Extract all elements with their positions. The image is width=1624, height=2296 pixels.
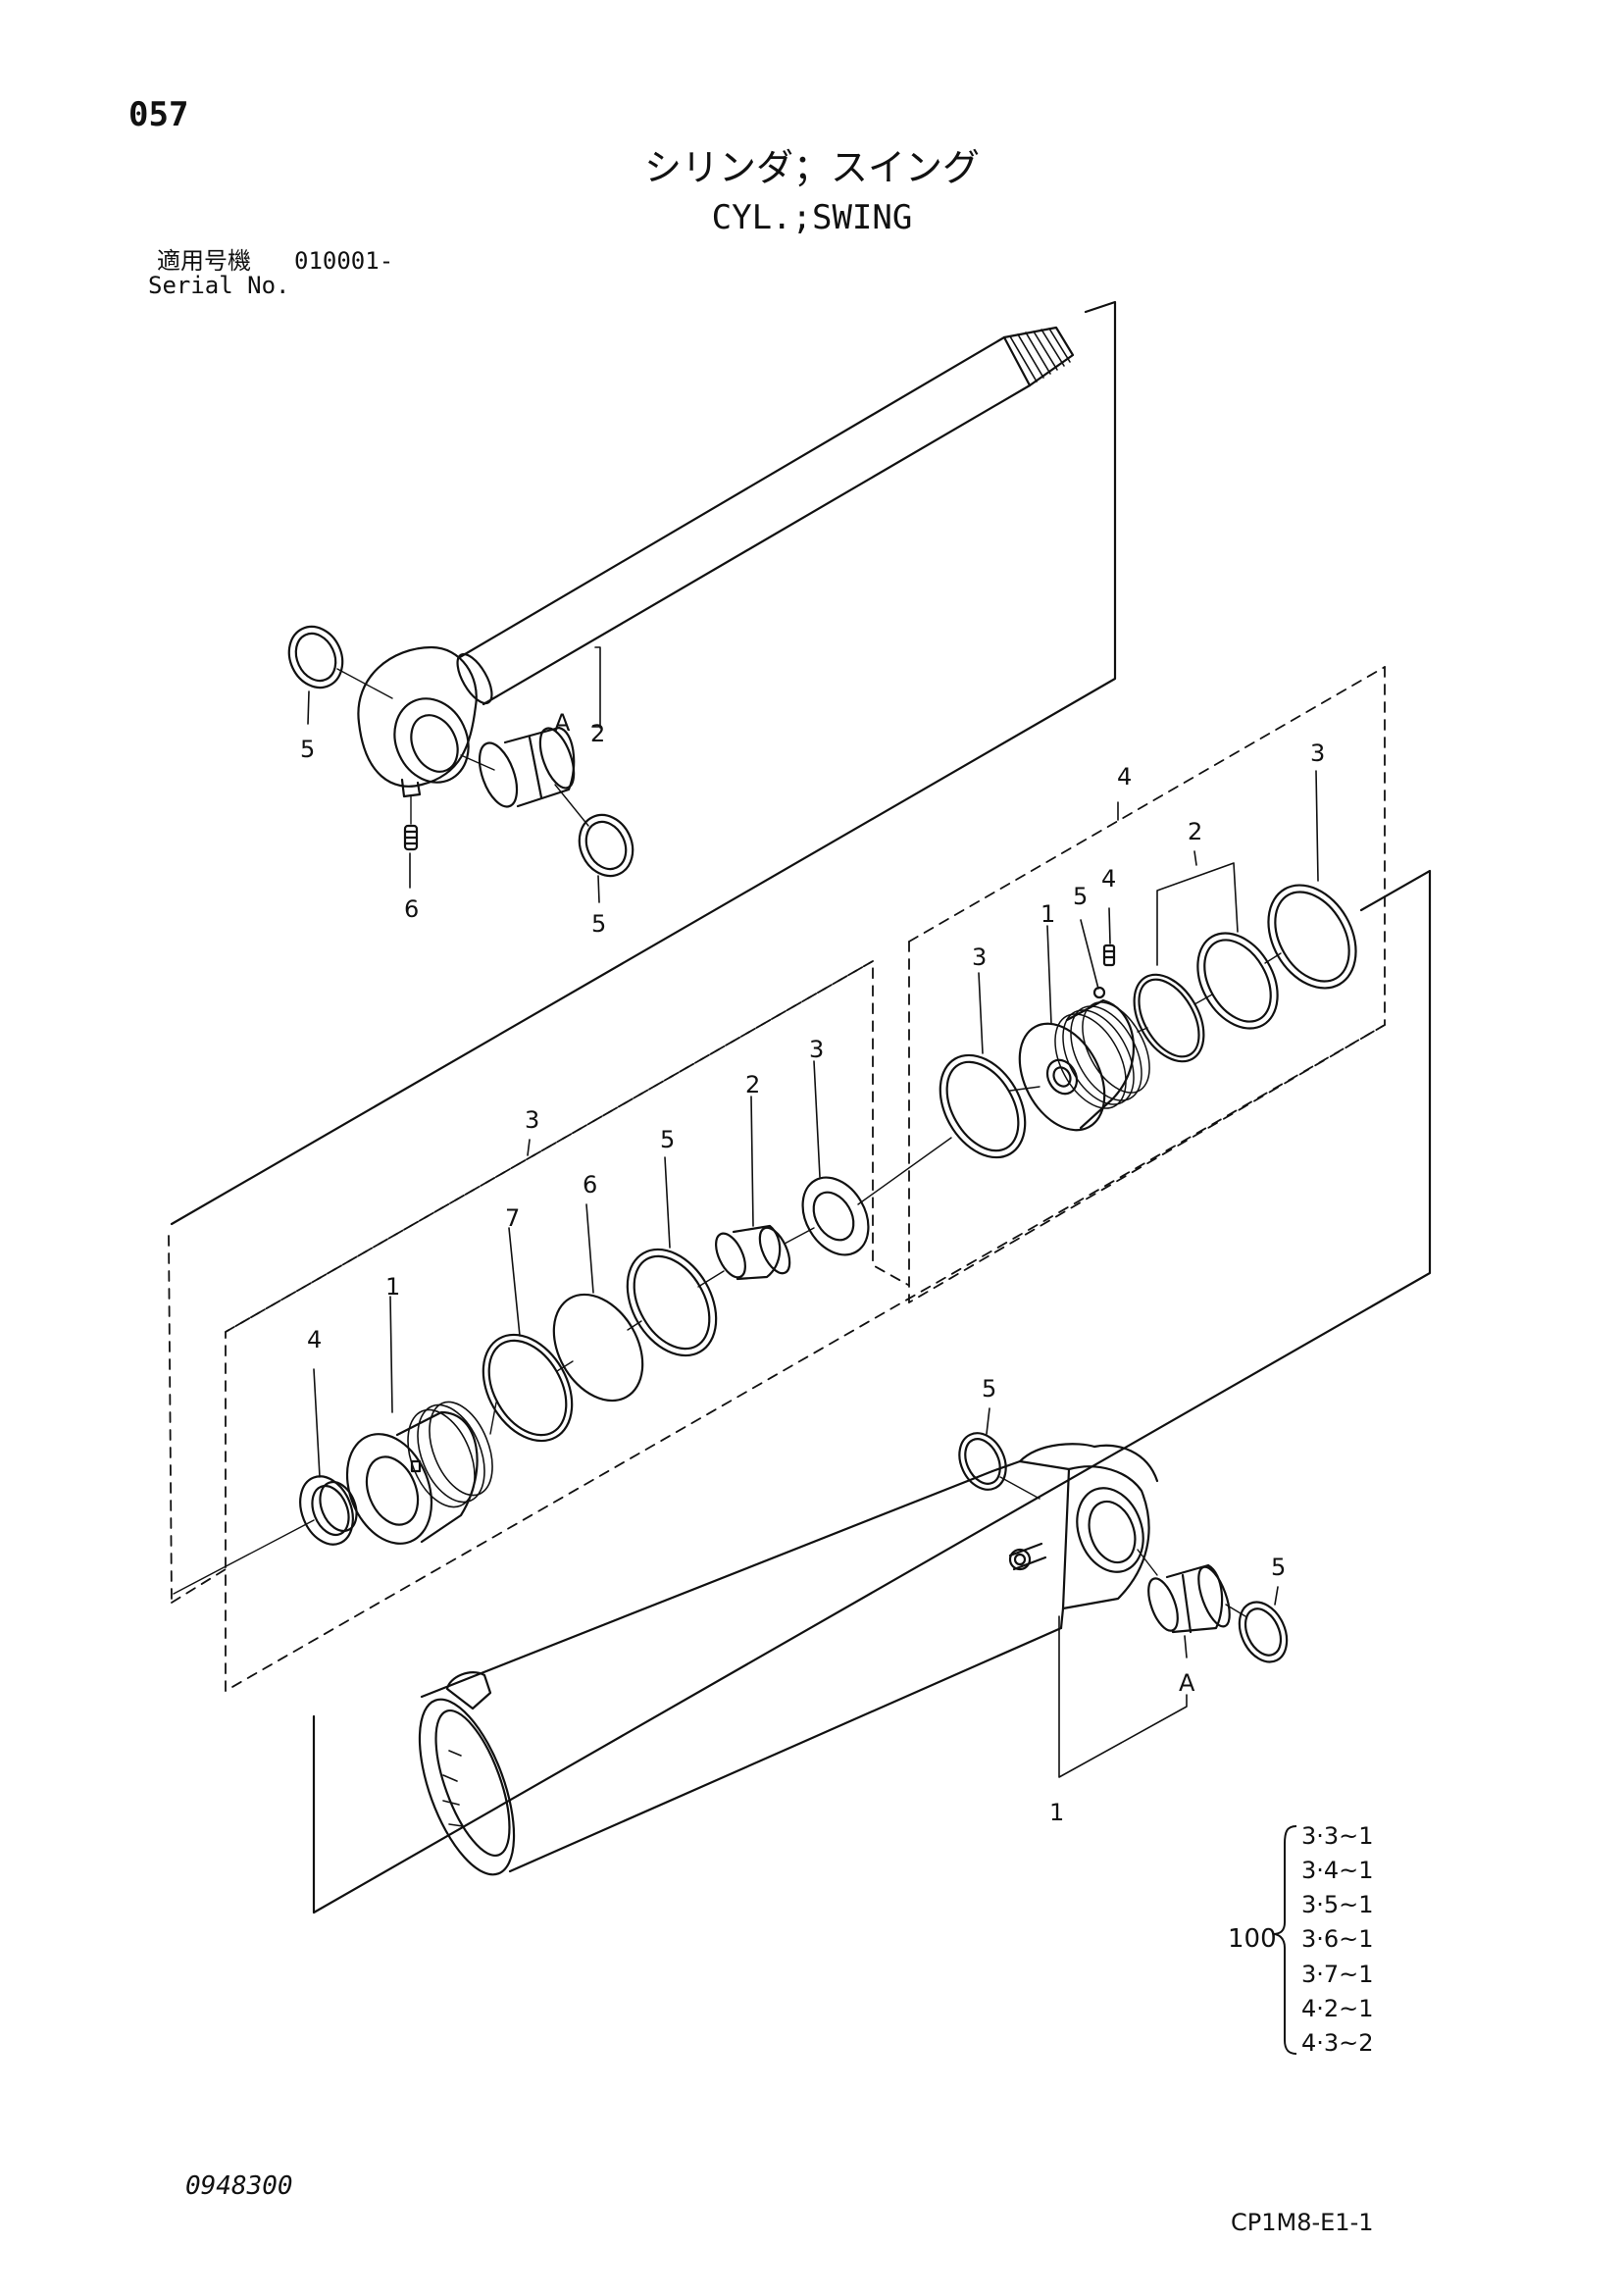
kit-ref: 3·3~1 <box>1301 1822 1374 1850</box>
rod-group-frame <box>170 300 1117 1226</box>
callout-tube-assembly: 1 <box>1049 1799 1064 1826</box>
rod-eye <box>357 645 478 798</box>
tube-bushing-a <box>1147 1563 1231 1634</box>
kit-number: 100 <box>1228 1924 1277 1954</box>
piston-body <box>1018 998 1150 1132</box>
dashed-frames <box>168 666 1386 1692</box>
title-japanese: シリンダ；スイング <box>643 146 980 189</box>
piston-center-line <box>1009 952 1282 1092</box>
rod-center-lines <box>336 668 589 827</box>
kit-ref: 3·5~1 <box>1301 1891 1374 1918</box>
piston-rod <box>456 326 1075 706</box>
callout-piston-pair: 2 <box>1188 818 1202 845</box>
cylinder-tube <box>418 1443 1159 1876</box>
serial-label-japanese: 適用号機 <box>157 247 251 275</box>
document-number: 0948300 <box>185 2171 293 2201</box>
head-ring-7 <box>482 1333 574 1443</box>
kit-ref: 4·3~2 <box>1301 2029 1374 2057</box>
callout-rod-assembly: 2 <box>590 720 605 747</box>
head-ring-6 <box>552 1293 644 1403</box>
callout-head-ring-5: 5 <box>660 1126 675 1153</box>
kit-brace <box>1272 1825 1297 2055</box>
callout-head-rod-seal: 3 <box>809 1036 824 1063</box>
callout-head-ring-7: 7 <box>505 1204 520 1232</box>
tube-group-frame <box>312 869 1432 1914</box>
page-number: 057 <box>128 95 189 134</box>
callout-head-ring-6: 6 <box>583 1171 597 1199</box>
callout-piston-screw-4: 4 <box>1101 865 1116 893</box>
rod-seal-left <box>287 625 344 689</box>
serial-range: 010001- <box>294 247 394 275</box>
piston-pair-ring-2 <box>1196 932 1279 1030</box>
kit-ref: 4·2~1 <box>1301 1995 1374 2022</box>
callout-rod-seal-right: 5 <box>591 910 606 938</box>
callout-tube-seal-right: 5 <box>1271 1554 1286 1581</box>
callout-head-body: 1 <box>385 1273 400 1301</box>
head-dust-seal <box>299 1475 358 1546</box>
callout-piston-ring-left: 3 <box>972 944 987 971</box>
callout-piston-group: 4 <box>1117 763 1132 791</box>
head-bushing <box>715 1224 791 1281</box>
head-ring-5 <box>626 1248 718 1357</box>
grease-fitting <box>403 824 419 851</box>
callout-tube-seal-top: 5 <box>982 1375 996 1403</box>
callout-tube-bushing: A <box>1179 1669 1195 1697</box>
callout-piston-screw-5: 5 <box>1073 883 1088 910</box>
callout-rod-seal-left: 5 <box>300 736 315 763</box>
callout-piston-ring-right: 3 <box>1310 740 1325 767</box>
piston-ring-left <box>939 1053 1027 1159</box>
kit-ref: 3·7~1 <box>1301 1961 1374 1988</box>
callout-rod-bushing: A <box>554 709 571 737</box>
piston-set-screw <box>1092 944 1116 999</box>
callout-head-group: 3 <box>525 1106 539 1134</box>
rod-bushing-a <box>478 726 576 808</box>
rod-seal-right <box>578 813 634 878</box>
callout-head-dust-seal: 4 <box>307 1326 322 1353</box>
head-rod-seal <box>801 1176 870 1256</box>
title-english: CYL.;SWING <box>711 198 913 237</box>
serial-label-english: Serial No. <box>148 272 290 299</box>
head-body <box>345 1401 493 1545</box>
piston-pair-ring-1 <box>1133 973 1205 1063</box>
kit-ref: 3·4~1 <box>1301 1857 1374 1884</box>
leader-lines <box>313 770 1319 1778</box>
tube-seal-top <box>958 1432 1007 1491</box>
callout-rod-grease-fitting: 6 <box>404 895 419 923</box>
head-center-line <box>173 1137 952 1595</box>
callout-piston-body: 1 <box>1040 900 1055 928</box>
tube-seal-right <box>1238 1601 1289 1663</box>
piston-ring-right <box>1267 884 1357 990</box>
callout-head-bushing: 2 <box>745 1071 760 1098</box>
kit-ref: 3·6~1 <box>1301 1925 1374 1953</box>
page-code: CP1M8-E1-1 <box>1231 2209 1374 2236</box>
